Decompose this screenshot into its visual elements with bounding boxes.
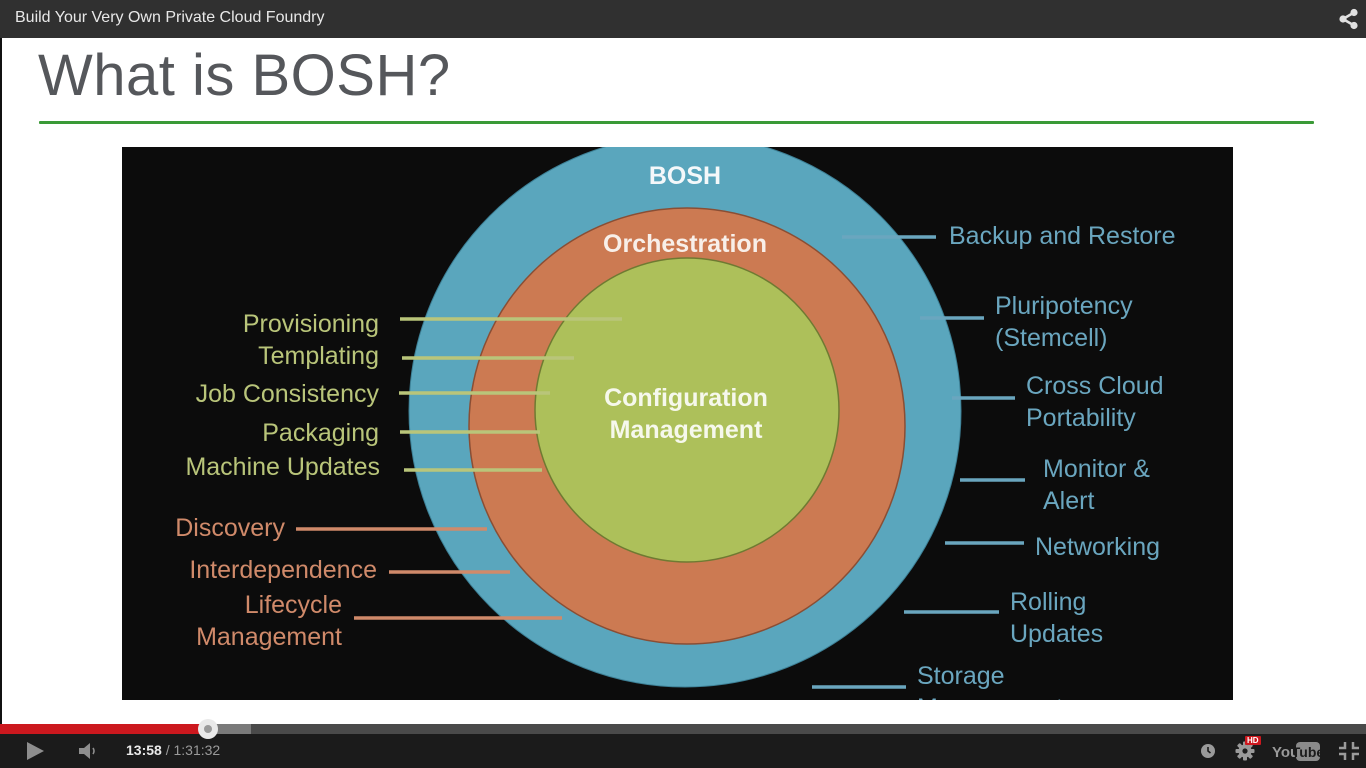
play-button[interactable] — [24, 741, 46, 761]
bosh-item-label: Portability — [1026, 404, 1136, 432]
config-item-label: Machine Updates — [185, 453, 380, 481]
bosh-item-label: Networking — [1035, 533, 1160, 561]
volume-icon — [79, 743, 95, 759]
video-title[interactable]: Build Your Very Own Private Cloud Foundr… — [15, 9, 325, 26]
video-frame[interactable]: What is BOSH? BOSH Orchestration Configu… — [0, 38, 1366, 724]
exit-fullscreen-icon — [1339, 742, 1359, 760]
bosh-item-label: Updates — [1010, 620, 1103, 648]
bosh-item-label: Alert — [1043, 487, 1094, 515]
bosh-item-label: Rolling — [1010, 588, 1086, 616]
title-divider — [39, 121, 1314, 124]
orchestration-item-label: Management — [196, 623, 342, 651]
orchestration-item-label: Discovery — [175, 514, 285, 542]
bosh-item-label: Monitor & — [1043, 455, 1150, 483]
share-icon — [1339, 8, 1358, 30]
youtube-logo-you: You — [1272, 744, 1299, 761]
config-item-label: Packaging — [262, 419, 379, 447]
orchestration-ring-label: Orchestration — [603, 230, 767, 258]
configuration-management-circle — [534, 257, 840, 563]
progress-bar[interactable] — [0, 719, 1366, 739]
volume-button[interactable] — [78, 742, 100, 760]
video-title-bar: Build Your Very Own Private Cloud Foundr… — [0, 0, 1366, 38]
config-item-label: Job Consistency — [196, 380, 380, 408]
total-duration: 1:31:32 — [173, 742, 221, 758]
player-controls: 13:58 / 1:31:32 HD You Tube — [0, 719, 1366, 768]
progress-played — [0, 724, 209, 734]
bosh-item-label: Cross Cloud — [1026, 372, 1164, 400]
play-icon — [27, 742, 44, 760]
bosh-item-label: Pluripotency — [995, 292, 1133, 320]
watch-later-button[interactable] — [1200, 743, 1216, 759]
bosh-diagram: BOSH Orchestration Configuration Managem… — [122, 147, 1233, 700]
youtube-logo: You Tube — [1272, 742, 1324, 761]
gear-icon — [1235, 741, 1255, 761]
slide-title: What is BOSH? — [38, 43, 451, 108]
progress-scrubber[interactable] — [198, 719, 219, 739]
time-separator: / — [161, 742, 174, 758]
hd-badge: HD — [1245, 736, 1261, 745]
clock-icon — [1201, 744, 1215, 758]
config-label-line1: Configuration — [604, 384, 768, 412]
config-item-label: Templating — [258, 342, 379, 370]
orchestration-item-label: Interdependence — [189, 556, 377, 584]
config-label-line2: Management — [610, 416, 763, 444]
share-button[interactable] — [1338, 8, 1360, 30]
settings-button[interactable] — [1235, 741, 1255, 761]
youtube-logo-tube: Tube — [1292, 744, 1320, 760]
youtube-logo-button[interactable]: You Tube — [1272, 740, 1324, 762]
exit-fullscreen-button[interactable] — [1338, 741, 1360, 761]
bosh-item-label: (Stemcell) — [995, 324, 1108, 352]
config-item-label: Provisioning — [243, 310, 379, 338]
diagram-canvas: BOSH Orchestration Configuration Managem… — [175, 147, 1176, 700]
bosh-item-label: Storage — [917, 662, 1005, 690]
current-time: 13:58 — [126, 742, 162, 758]
bosh-item-label: Management — [917, 694, 1063, 700]
bosh-ring-label: BOSH — [649, 162, 721, 190]
orchestration-item-label: Lifecycle — [245, 591, 342, 619]
bosh-item-label: Backup and Restore — [949, 222, 1176, 250]
time-display: 13:58 / 1:31:32 — [126, 742, 220, 758]
